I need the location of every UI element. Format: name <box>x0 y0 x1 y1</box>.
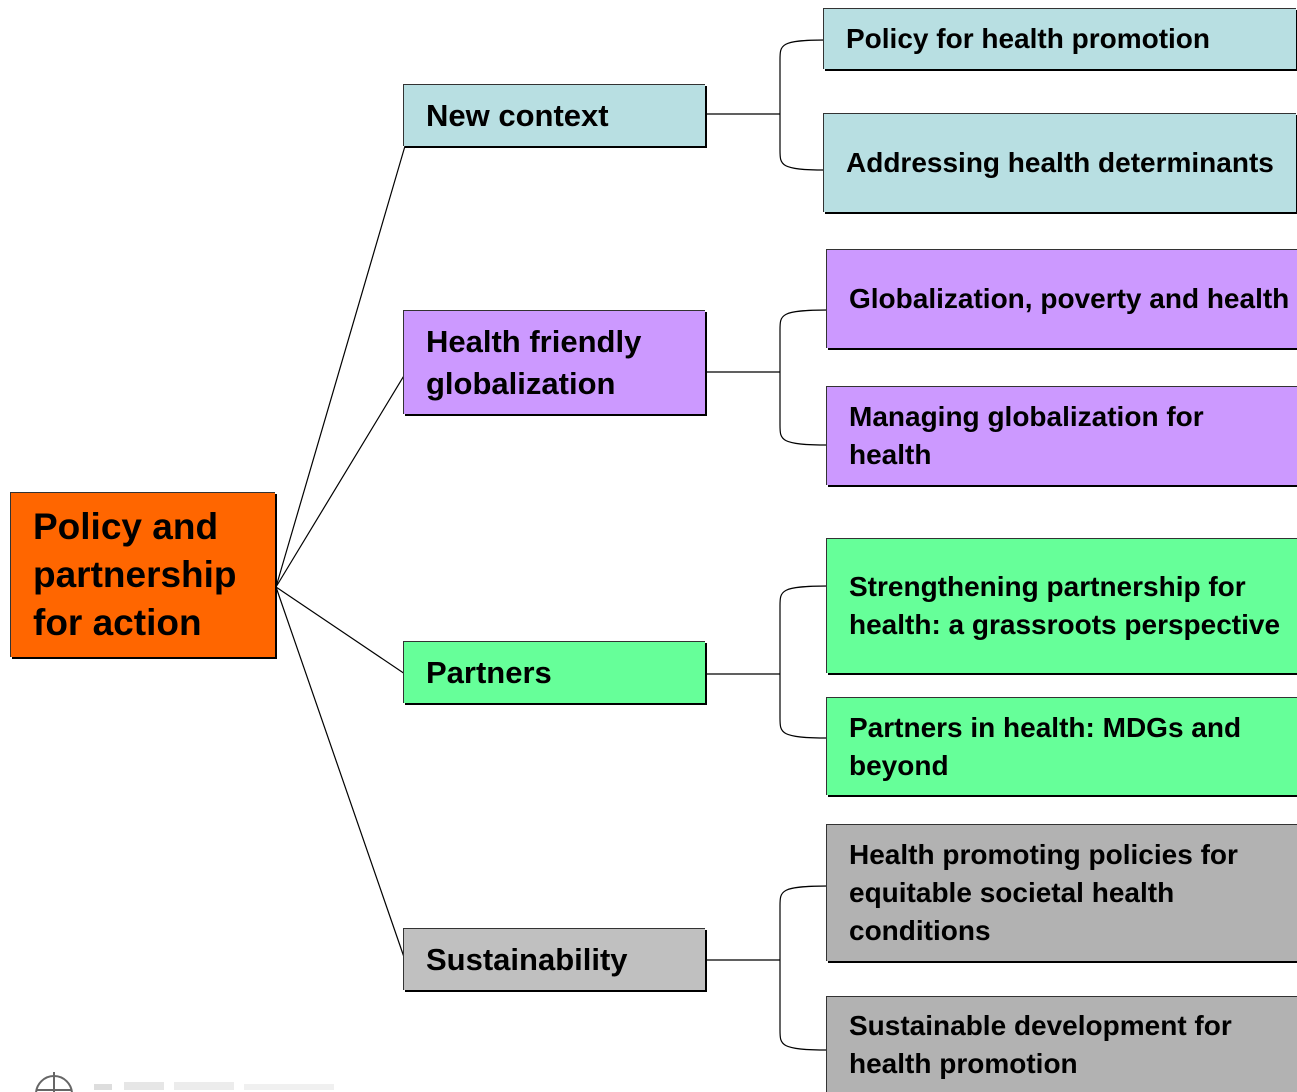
branch-label: Sustainability <box>426 941 628 977</box>
root-label: Policy and partnership for action <box>33 506 237 643</box>
root-node: Policy and partnership for action <box>10 492 275 657</box>
leaf-label: Policy for health promotion <box>846 23 1211 54</box>
branch-new-context: New context <box>403 84 705 146</box>
leaf-policy-for-health-promotion: Policy for health promotion <box>823 8 1296 69</box>
connector-root-globalization <box>275 373 406 588</box>
leaf-strengthening-partnership: Strengthening partnership for health: a … <box>826 538 1297 673</box>
leaf-partners-in-health: Partners in health: MDGs and beyond <box>826 697 1297 795</box>
branch-label: New context <box>426 97 609 133</box>
connector-root-new-context <box>275 145 406 588</box>
connector-root-sustainability <box>275 586 406 961</box>
branch-label: Partners <box>426 654 552 690</box>
branch-health-friendly-globalization: Health friendly globalization <box>403 310 705 414</box>
connector-root-partners <box>275 586 406 675</box>
leaf-label: Sustainable development for health promo… <box>849 1009 1232 1079</box>
leaf-label: Managing globalization for health <box>849 401 1204 470</box>
leaf-addressing-health-determinants: Addressing health determinants <box>823 113 1296 212</box>
leaf-label: Partners in health: MDGs and beyond <box>849 711 1242 781</box>
connector-globalization-leaves <box>705 309 829 446</box>
connector-partners-leaves <box>705 585 829 739</box>
leaf-label: Globalization, poverty and health <box>849 283 1290 314</box>
leaf-label: Strengthening partnership for health: a … <box>849 571 1281 640</box>
connector-new-context-leaves <box>705 39 826 171</box>
globe-emblem-icon <box>35 1072 334 1092</box>
leaf-health-promoting-policies: Health promoting policies for equitable … <box>826 824 1297 961</box>
leaf-managing-globalization: Managing globalization for health <box>826 386 1297 485</box>
branch-partners: Partners <box>403 641 705 703</box>
leaf-label: Health promoting policies for equitable … <box>849 839 1238 946</box>
connector-sustainability-leaves <box>705 885 829 1051</box>
leaf-globalization-poverty-health: Globalization, poverty and health <box>826 249 1297 348</box>
branch-label: Health friendly globalization <box>426 323 642 401</box>
leaf-label: Addressing health determinants <box>846 147 1274 178</box>
branch-sustainability: Sustainability <box>403 928 705 990</box>
leaf-sustainable-development: Sustainable development for health promo… <box>826 996 1297 1092</box>
